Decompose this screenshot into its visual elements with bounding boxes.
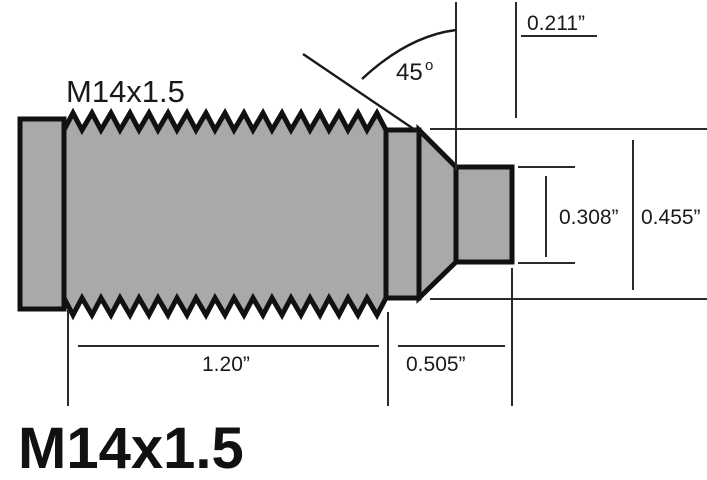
threaded-section-shape [61,107,389,321]
angle-value: 45 [396,59,423,86]
angle-leader-line [302,53,425,137]
dimension-thread-diameter: 0.455” [430,128,707,300]
taper-cone-shape [416,123,459,304]
title-group: M14x1.5 [18,416,244,480]
page-title: M14x1.5 [18,416,244,480]
thread-length-value: 1.20” [202,353,250,376]
tip-cylinder-shape [453,164,515,265]
tip-length-value: 0.505” [406,353,466,376]
thread-diameter-value: 0.455” [641,206,701,229]
angle-arc [361,28,457,80]
collar-shape [383,127,422,301]
thread-callout-group: M14x1.5 [66,74,185,109]
dimension-tip-diameter: 0.308” [518,166,619,264]
dimension-thread-length: 1.20” [67,310,389,406]
dimension-tip-length: 0.505” [398,268,513,406]
angle-callout-45: 45 o [302,28,457,137]
base-block-shape [17,116,67,312]
tip-diameter-value: 0.308” [559,206,619,229]
chamfer-height-value: 0.211” [527,12,585,35]
part-geometry [17,107,515,321]
angle-degree-symbol: o [425,57,433,74]
dimension-chamfer-height: 0.211” [455,2,597,170]
thread-callout-label: M14x1.5 [66,74,185,109]
